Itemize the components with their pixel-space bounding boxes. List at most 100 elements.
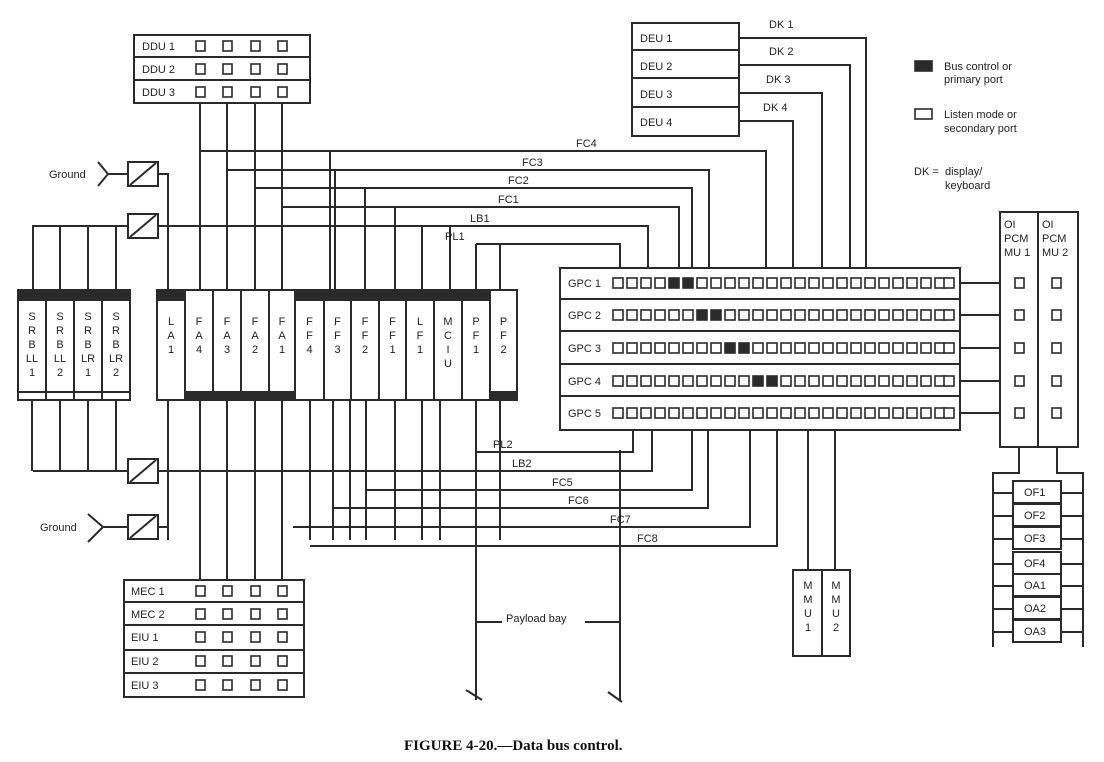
- ddu-port: [250, 40, 261, 52]
- deu-label: DEU 1: [640, 33, 672, 45]
- of-bus: [992, 447, 1020, 647]
- gpc-port: [943, 342, 955, 354]
- gpc-port: [943, 375, 955, 387]
- dk-line-3: [739, 92, 823, 270]
- mdm-label: 1: [417, 344, 423, 356]
- mmu-label: M: [803, 580, 812, 592]
- gpc-port: [612, 277, 624, 289]
- mec-eiu-label: EIU 3: [131, 680, 159, 692]
- gpc-port: [836, 277, 848, 289]
- top-bus-FC1: [282, 206, 680, 290]
- ddu-port: [195, 86, 206, 98]
- gpc-port: [766, 342, 778, 354]
- gpc-port: [738, 375, 750, 387]
- mdm-label: 1: [389, 344, 395, 356]
- bottom-bus-FC5: [366, 430, 693, 491]
- bottom-bus-PL2: [476, 430, 634, 453]
- gpc-label: GPC 1: [568, 278, 601, 290]
- mec-port: [250, 655, 261, 667]
- gpc-port: [696, 342, 708, 354]
- srb-label: S: [112, 311, 119, 323]
- gpc-port: [626, 277, 638, 289]
- gpc-port: [780, 309, 792, 321]
- gpc-port: [892, 375, 904, 387]
- gpc-port: [822, 375, 834, 387]
- srb-label: LR: [81, 353, 95, 365]
- oi-label: MU 2: [1042, 247, 1068, 259]
- gpc-port: [626, 342, 638, 354]
- gpc-port: [752, 407, 764, 419]
- primary-port-legend-swatch: [914, 60, 933, 72]
- mdm-label: F: [500, 330, 507, 342]
- mdm-label: C: [444, 330, 452, 342]
- legend-secondary-line2: secondary port: [944, 123, 1017, 135]
- bottom-bus-label: LB2: [512, 458, 532, 470]
- top-bus-label: LB1: [470, 213, 490, 225]
- gpc-port: [738, 277, 750, 289]
- top-bus-label: FC2: [508, 175, 529, 187]
- gpc-port: [920, 407, 932, 419]
- srb-label: B: [56, 339, 63, 351]
- bottom-bus-FC7: [293, 430, 751, 528]
- bottom-bus-label: FC5: [552, 477, 573, 489]
- mdm-primary-bar: [157, 290, 185, 301]
- gpc-port: [640, 309, 652, 321]
- gpc-port: [794, 342, 806, 354]
- gpc-port: [752, 342, 764, 354]
- srb-label: B: [84, 339, 91, 351]
- gpc-port: [668, 407, 680, 419]
- mec-port: [195, 608, 206, 620]
- legend-primary-line1: Bus control or: [944, 61, 1012, 73]
- gpc-port: [766, 309, 778, 321]
- pcm-port: [1051, 277, 1062, 289]
- srb-label: LL: [26, 353, 38, 365]
- bottom-bus-LB2: [158, 430, 653, 472]
- gpc-port: [864, 407, 876, 419]
- dk-line-4: [739, 120, 794, 270]
- gpc-port: [612, 407, 624, 419]
- gpc-port: [640, 407, 652, 419]
- gpc-port: [766, 407, 778, 419]
- wire: [158, 471, 169, 528]
- mdm-label: F: [389, 316, 396, 328]
- gpc-port: [808, 342, 820, 354]
- mdm-label: L: [417, 316, 423, 328]
- mdm-label: F: [334, 330, 341, 342]
- srb-label: S: [84, 311, 91, 323]
- srb-bus: [32, 225, 128, 290]
- mec-port: [277, 655, 288, 667]
- gpc-port: [626, 309, 638, 321]
- bus-coupler-slash: [129, 162, 157, 186]
- gpc-port: [808, 309, 820, 321]
- gpc-port: [780, 277, 792, 289]
- mdm-label: F: [196, 316, 203, 328]
- ops-label: OF1: [1024, 487, 1045, 499]
- gpc-port: [710, 342, 722, 354]
- gpc-port: [682, 342, 694, 354]
- mdm-label: F: [334, 316, 341, 328]
- gpc-port: [626, 407, 638, 419]
- gpc-port: [836, 375, 848, 387]
- pcm-port: [1014, 375, 1025, 387]
- mec-port: [277, 679, 288, 691]
- mdm-label: 2: [500, 344, 506, 356]
- mec-eiu-panel: [123, 579, 305, 698]
- gpc-port: [836, 407, 848, 419]
- gpc-port: [906, 309, 918, 321]
- deu-label: DEU 2: [640, 61, 672, 73]
- gpc-port: [668, 342, 680, 354]
- dk-label: DK 1: [769, 19, 793, 31]
- mmu-label: M: [831, 594, 840, 606]
- gpc-port: [878, 277, 890, 289]
- srb-label: 1: [85, 367, 91, 379]
- mdm-label: F: [473, 330, 480, 342]
- gpc-port: [878, 375, 890, 387]
- gpc-port: [626, 375, 638, 387]
- gpc-port: [822, 342, 834, 354]
- mdm-label: U: [444, 358, 452, 370]
- gpc-primary-port: [766, 375, 778, 387]
- ddu-label: DDU 1: [142, 41, 175, 53]
- mec-port: [222, 608, 233, 620]
- mdm-label: 1: [473, 344, 479, 356]
- dk-label: DK 4: [763, 102, 787, 114]
